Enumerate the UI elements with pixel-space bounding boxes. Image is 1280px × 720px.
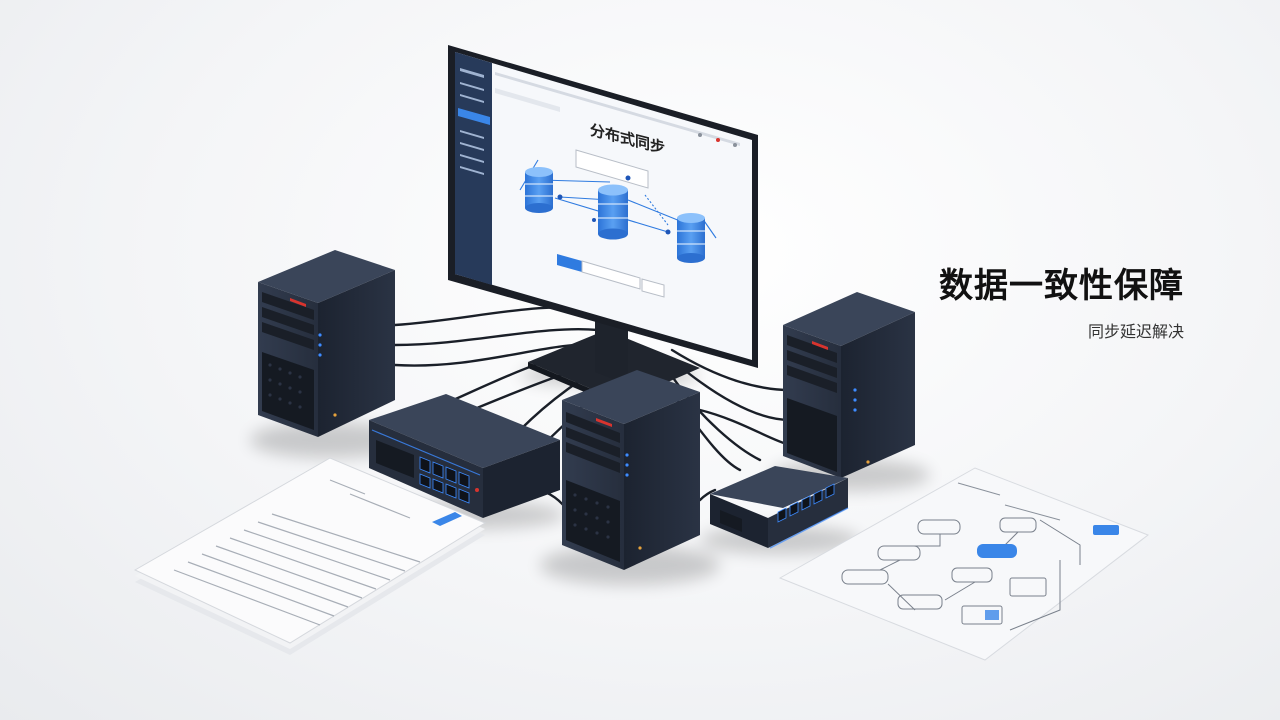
document-icon (133, 457, 487, 655)
network-switch-icon (710, 466, 849, 549)
server-tower-icon (783, 292, 915, 478)
monitor-icon (448, 45, 758, 408)
page-subheadline: 同步延迟解决 (1087, 322, 1184, 341)
database-icon (525, 167, 553, 213)
network-switch-icon (369, 394, 560, 518)
page-headline: 数据一致性保障 (939, 266, 1184, 306)
database-icon (677, 213, 705, 263)
server-tower-icon (258, 250, 395, 437)
database-icon (598, 184, 628, 240)
flowchart-icon (778, 467, 1150, 661)
server-tower-icon (562, 370, 700, 570)
